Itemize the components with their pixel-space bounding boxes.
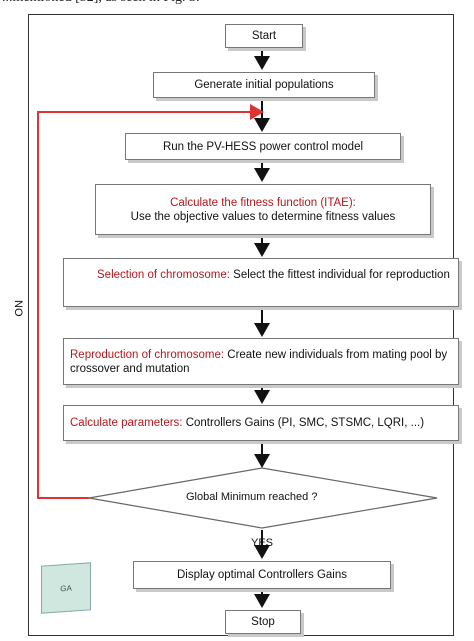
flowchart-frame <box>28 14 454 636</box>
display-gains-label: Display optimal Controllers Gains <box>176 569 347 581</box>
selection-title: Selection of chromosome: <box>97 269 230 281</box>
selection-box: Selection of chromosome: Select the fitt… <box>63 258 459 307</box>
decision-diamond <box>88 467 438 529</box>
parameters-box: Calculate parameters: Controllers Gains … <box>63 405 459 441</box>
display-gains-box: Display optimal Controllers Gains <box>133 561 391 589</box>
reproduction-box: Reproduction of chromosome: Create new i… <box>63 338 459 385</box>
generate-populations-box: Generate initial populations <box>153 72 375 98</box>
generate-populations-label: Generate initial populations <box>194 79 334 91</box>
fitness-function-text: Use the objective values to determine fi… <box>130 210 396 223</box>
fitness-function-title: Calculate the fitness function (ITAE): <box>170 196 356 209</box>
no-loop-line <box>37 104 264 499</box>
start-label: Start <box>251 30 277 42</box>
fitness-function-box: Calculate the fitness function (ITAE): U… <box>95 184 431 235</box>
reproduction-text: Create new individuals from mating pool … <box>70 349 448 375</box>
run-model-label: Run the PV-HESS power control model <box>162 140 364 153</box>
ga-badge-label: GA <box>60 583 72 593</box>
yes-label: YES <box>251 537 274 549</box>
ga-badge: GA <box>41 562 91 614</box>
parameters-text: Controllers Gains (PI, SMC, STSMC, LQRI,… <box>182 417 425 429</box>
stop-label: Stop <box>251 616 275 628</box>
reproduction-title: Reproduction of chromosome: <box>70 349 225 361</box>
decision-label: Global Minimum reached ? <box>186 491 318 503</box>
stop-box: Stop <box>225 610 301 634</box>
start-box: Start <box>225 24 303 48</box>
run-model-box: Run the PV-HESS power control model <box>125 133 401 160</box>
selection-text: Select the fittest individual for reprod… <box>229 269 450 281</box>
parameters-title: Calculate parameters: <box>70 417 183 429</box>
no-label: NO <box>12 300 24 317</box>
caption-text: ...mentioned [52], as seen in Fig. 3. <box>0 0 474 12</box>
